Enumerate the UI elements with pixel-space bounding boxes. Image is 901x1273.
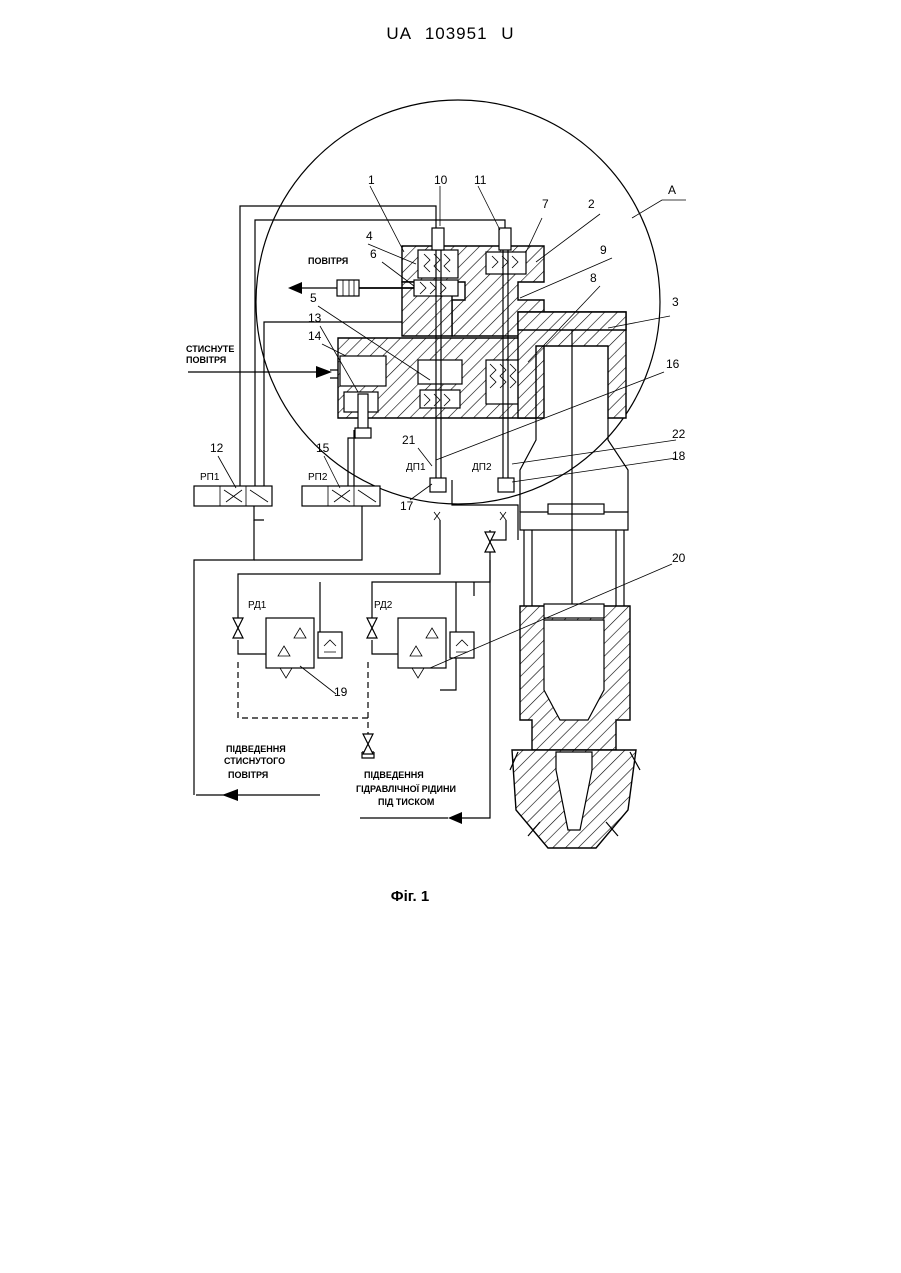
part-number-22: 22 <box>672 427 686 441</box>
code-dp1: ДП1 <box>406 462 426 473</box>
part-number-14: 14 <box>308 329 322 343</box>
part-number-5: 5 <box>310 291 317 305</box>
part-number-19: 19 <box>334 685 348 699</box>
part-number-12: 12 <box>210 441 224 455</box>
part-number-18: 18 <box>672 449 686 463</box>
part-number-8: 8 <box>590 271 597 285</box>
part-number-9: 9 <box>600 243 607 257</box>
code-rd2: РД2 <box>374 600 393 611</box>
label-supply-fluid-2: ГІДРАВЛІЧНОЇ РІДИНИ <box>356 784 456 794</box>
distributor-rp1: РП1 <box>194 472 272 520</box>
figure-caption: Фіг. 1 <box>0 888 820 905</box>
code-rd1: РД1 <box>248 600 267 611</box>
part-number-17: 17 <box>400 499 414 513</box>
part-number-21: 21 <box>402 433 416 447</box>
valve-block-middle <box>330 338 544 438</box>
part-number-15: 15 <box>316 441 330 455</box>
label-supply-air-3: ПОВІТРЯ <box>228 770 268 780</box>
part-number-16: 16 <box>666 357 680 371</box>
detail-letter-a: А <box>668 183 676 197</box>
part-number-10: 10 <box>434 173 448 187</box>
exhaust-muffler <box>288 280 414 296</box>
part-number-4: 4 <box>366 229 373 243</box>
part-number-3: 3 <box>672 295 679 309</box>
distributor-rp2: РП2 <box>302 472 380 506</box>
code-rp2: РП2 <box>308 472 328 483</box>
label-supply-fluid-3: ПІД ТИСКОМ <box>378 797 434 807</box>
part-number-1: 1 <box>368 173 375 187</box>
label-supply-air-1: ПІДВЕДЕННЯ <box>226 744 286 754</box>
compressed-air-inlet <box>188 366 332 378</box>
label-supply-air-2: СТИСНУТОГО <box>224 756 285 766</box>
code-rp1: РП1 <box>200 472 220 483</box>
part-number-11: 11 <box>474 173 487 187</box>
label-compressed-air-2: ПОВІТРЯ <box>186 355 226 365</box>
label-supply-fluid-1: ПІДВЕДЕННЯ <box>364 770 424 780</box>
code-dp2: ДП2 <box>472 462 492 473</box>
part-number-2: 2 <box>588 197 595 211</box>
part-number-7: 7 <box>542 197 549 211</box>
label-air: ПОВІТРЯ <box>308 256 348 266</box>
part-number-13: 13 <box>308 311 322 325</box>
label-compressed-air-1: СТИСНУТЕ <box>186 344 234 354</box>
cylinder-body <box>510 312 640 848</box>
part-number-20: 20 <box>672 551 686 565</box>
part-number-6: 6 <box>370 247 377 261</box>
pressure-relay-20 <box>398 618 474 678</box>
